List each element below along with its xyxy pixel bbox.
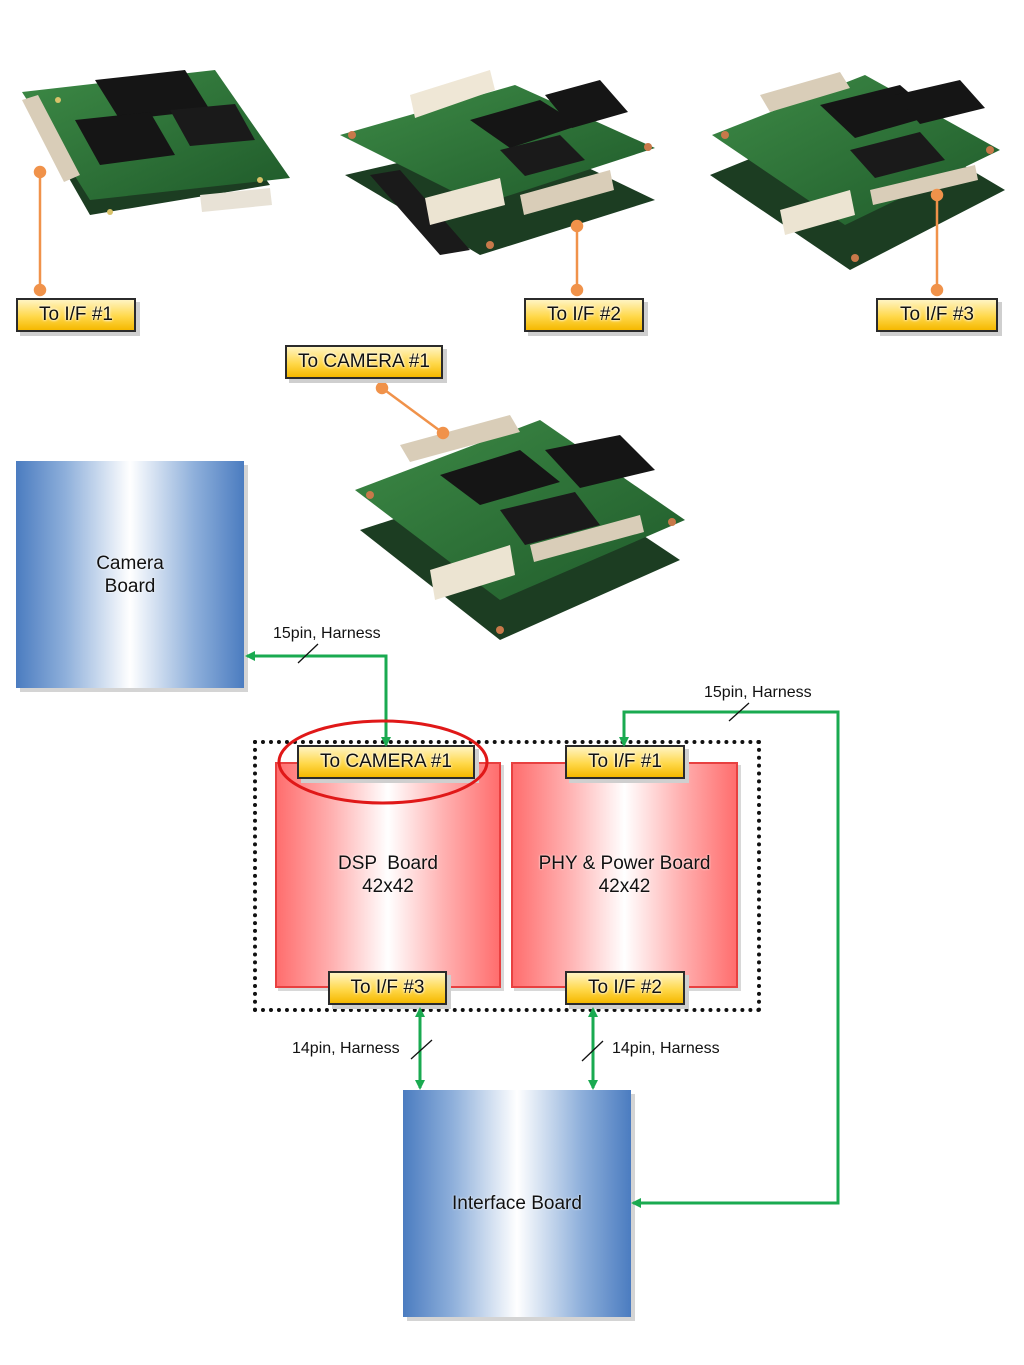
harness-slashes <box>297 643 750 1062</box>
dsp-connector-if3: To I/F #3 <box>328 971 447 1005</box>
interface-board: Interface Board <box>403 1090 631 1317</box>
camera-board-line2: Board <box>104 575 156 597</box>
photo-label-if3: To I/F #3 <box>876 298 998 332</box>
photo-label-camera: To CAMERA #1 <box>285 345 443 379</box>
board-stack-boundary <box>253 740 761 1012</box>
pcb-photo-3 <box>710 72 1005 270</box>
harness-label-dsp-interface: 14pin, Harness <box>292 1040 400 1057</box>
dsp-board: DSP Board 42x42 <box>275 762 501 988</box>
harness-label-phy-interface: 15pin, Harness <box>704 684 812 701</box>
pcb-photo-2 <box>340 70 655 255</box>
arrow-camera-link <box>245 651 391 747</box>
dsp-board-line1: DSP Board <box>338 853 438 874</box>
photo-leader-lines <box>33 165 944 440</box>
harness-label-camera: 15pin, Harness <box>273 625 381 642</box>
camera-board: Camera Board <box>16 461 244 688</box>
pcb-photo-center <box>355 415 685 640</box>
camera-board-line1: Camera <box>96 552 164 574</box>
pcb-photo-1 <box>22 70 290 215</box>
photo-label-if2: To I/F #2 <box>524 298 644 332</box>
highlight-ellipse <box>277 719 489 805</box>
dsp-board-line2: 42x42 <box>362 876 414 897</box>
photo-label-if1: To I/F #1 <box>16 298 136 332</box>
arrow-phy-interface-link <box>619 710 840 1208</box>
